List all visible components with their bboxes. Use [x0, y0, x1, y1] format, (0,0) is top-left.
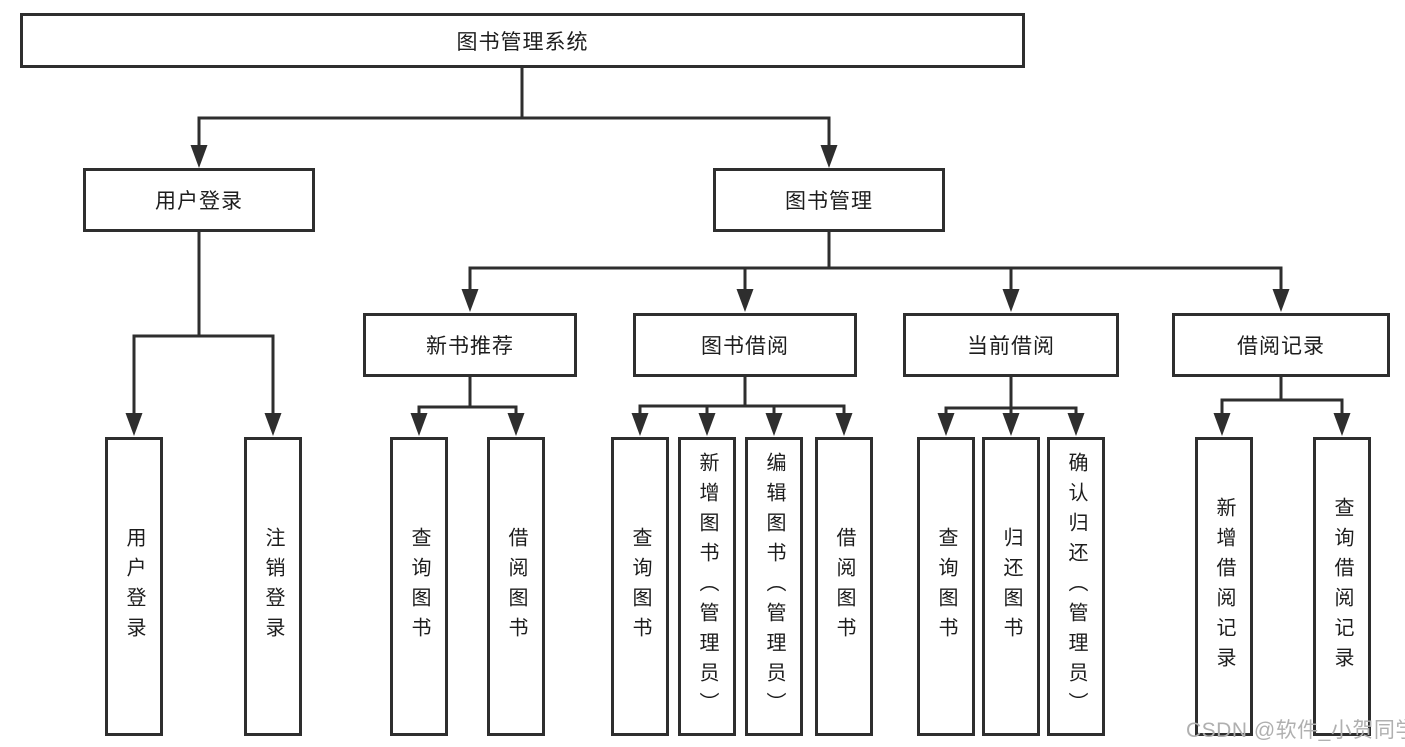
node-new-book-recommendation: 新书推荐	[363, 313, 577, 377]
leaf-borrowing-query-books-label: 查询图书	[629, 526, 651, 647]
leaf-borrowing-query-books: 查询图书	[611, 437, 669, 736]
node-user-login-label: 用户登录	[155, 190, 243, 213]
leaf-borrowing-add-book-admin: 新增图书（管理员）	[678, 437, 736, 736]
node-borrowing-records: 借阅记录	[1172, 313, 1390, 377]
leaf-borrowing-borrow-books: 借阅图书	[815, 437, 873, 736]
node-new-book-label: 新书推荐	[426, 335, 514, 358]
node-book-borrowing-label: 图书借阅	[701, 335, 789, 358]
node-root-library-management-system: 图书管理系统	[20, 13, 1025, 68]
leaf-current-query-books-label: 查询图书	[935, 526, 957, 647]
leaf-current-confirm-return-admin: 确认归还（管理员）	[1047, 437, 1105, 736]
leaf-records-query-borrow-record-label: 查询借阅记录	[1331, 496, 1353, 677]
node-current-borrowing-label: 当前借阅	[967, 335, 1055, 358]
leaf-current-return-books-label: 归还图书	[1000, 526, 1022, 647]
leaf-newbook-borrow-books: 借阅图书	[487, 437, 545, 736]
leaf-newbook-query-books-label: 查询图书	[408, 526, 430, 647]
leaf-borrowing-edit-book-admin: 编辑图书（管理员）	[745, 437, 803, 736]
leaf-newbook-query-books: 查询图书	[390, 437, 448, 736]
node-borrowing-records-label: 借阅记录	[1237, 335, 1325, 358]
node-current-borrowing: 当前借阅	[903, 313, 1119, 377]
node-user-login: 用户登录	[83, 168, 315, 232]
leaf-borrowing-add-book-admin-label: 新增图书（管理员）	[696, 451, 718, 722]
leaf-logout-label: 注销登录	[262, 526, 284, 647]
leaf-records-add-borrow-record-label: 新增借阅记录	[1213, 496, 1235, 677]
node-root-label: 图书管理系统	[456, 30, 589, 54]
leaf-current-confirm-return-admin-label: 确认归还（管理员）	[1065, 451, 1087, 722]
node-book-borrowing: 图书借阅	[633, 313, 857, 377]
csdn-watermark: CSDN @软件_小贺同学	[1186, 719, 1405, 742]
leaf-user-login: 用户登录	[105, 437, 163, 736]
leaf-current-query-books: 查询图书	[917, 437, 975, 736]
leaf-user-login-label: 用户登录	[123, 526, 145, 647]
leaf-newbook-borrow-books-label: 借阅图书	[505, 526, 527, 647]
leaf-records-query-borrow-record: 查询借阅记录	[1313, 437, 1371, 736]
leaf-borrowing-borrow-books-label: 借阅图书	[833, 526, 855, 647]
leaf-current-return-books: 归还图书	[982, 437, 1040, 736]
node-book-management: 图书管理	[713, 168, 945, 232]
leaf-logout: 注销登录	[244, 437, 302, 736]
node-book-management-label: 图书管理	[785, 190, 873, 213]
leaf-records-add-borrow-record: 新增借阅记录	[1195, 437, 1253, 736]
leaf-borrowing-edit-book-admin-label: 编辑图书（管理员）	[763, 451, 785, 722]
